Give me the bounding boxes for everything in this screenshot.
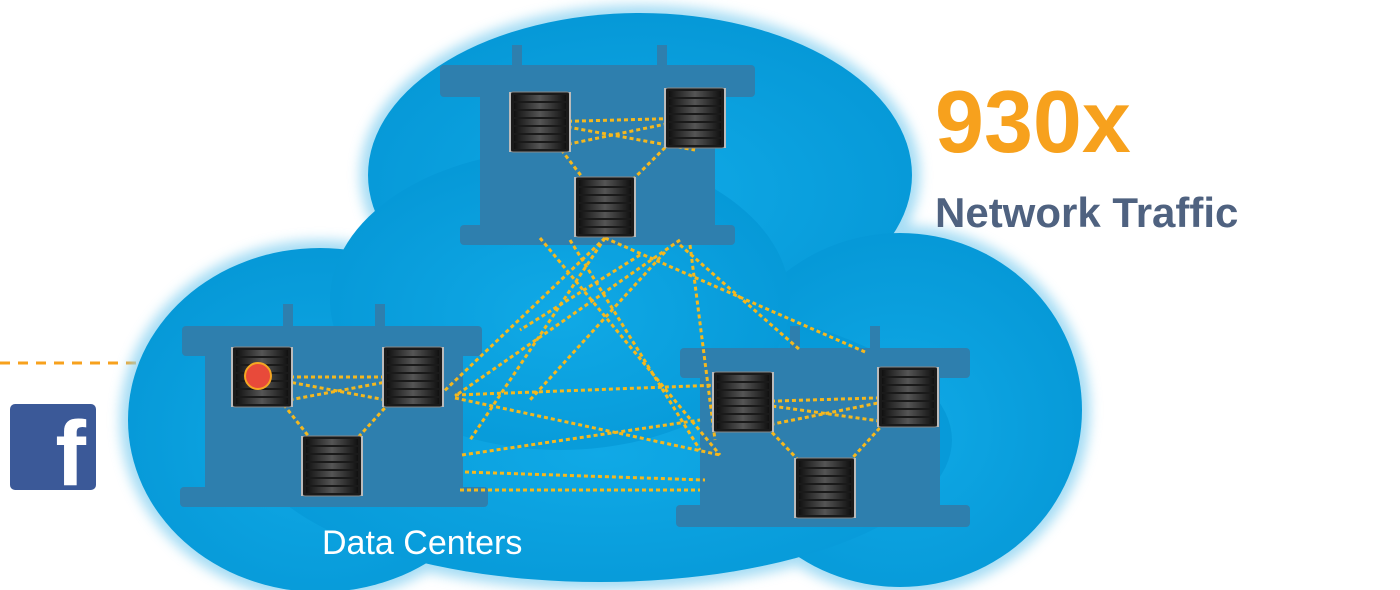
server-icon bbox=[382, 346, 444, 408]
network-links bbox=[260, 116, 910, 492]
server-icon bbox=[712, 371, 774, 433]
stat-value: 930x bbox=[935, 72, 1131, 171]
server-icon bbox=[664, 87, 726, 149]
alert-dot bbox=[244, 362, 272, 390]
server-icon bbox=[509, 91, 571, 153]
server-icon bbox=[301, 435, 363, 497]
facebook-glyph: f bbox=[55, 404, 86, 490]
server-icon bbox=[877, 366, 939, 428]
cloud-caption: Data Centers bbox=[322, 524, 523, 562]
facebook-icon: f bbox=[10, 404, 96, 490]
stat-label: Network Traffic bbox=[935, 189, 1239, 236]
server-icon bbox=[574, 176, 636, 238]
server-icon bbox=[794, 457, 856, 519]
